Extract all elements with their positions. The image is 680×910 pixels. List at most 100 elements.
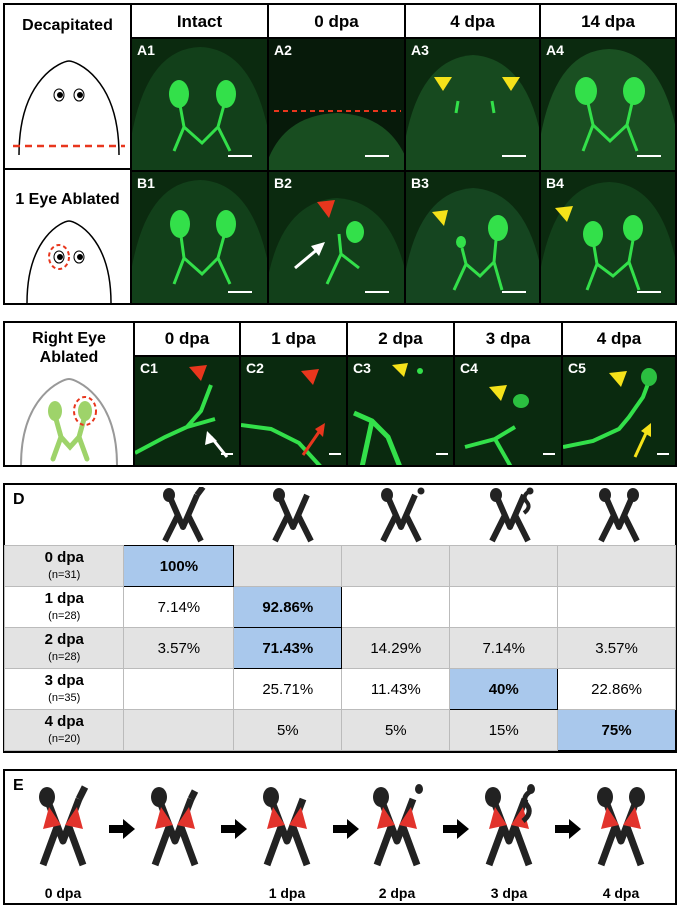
col-header-4dpa: 4 dpa [404,5,539,39]
image-b2: B2 [267,170,404,303]
image-c1: C1 [133,355,239,465]
row-sample-size: (n=28) [48,609,81,622]
label-a3: A3 [411,42,429,58]
regeneration-sequence [39,784,645,881]
table-cell: 5% [341,709,451,751]
row-b-title: 1 Eye Ablated [15,191,120,208]
table-row: 1 dpa(n=28)7.14%92.86% [3,586,676,628]
table-cell [341,586,451,628]
scale-bar [657,453,669,455]
scale-bar [228,291,252,293]
image-b1: B1 [130,170,267,303]
col-header-0dpa: 0 dpa [267,5,404,39]
c-col-header-0dpa: 0 dpa [133,323,239,355]
label-c1: C1 [140,360,158,376]
row-label: 0 dpa (n=31) [3,545,125,587]
image-c3: C3 [346,355,453,465]
image-a1: A1 [130,37,267,170]
label-c5: C5 [568,360,586,376]
panel-ab: Intact 0 dpa 4 dpa 14 dpa Decapitated 1 … [3,3,677,305]
table-cell: 7.14% [449,627,559,669]
table-cell: 7.14% [123,586,235,628]
c-col-header-4dpa: 4 dpa [561,323,675,355]
table-cell [123,668,235,710]
stage-label-3dpa: 3 dpa [490,885,528,901]
c-col-header-1dpa: 1 dpa [239,323,346,355]
c-col-header-3dpa: 3 dpa [453,323,561,355]
image-a4: A4 [539,37,675,170]
table-row: 2 dpa(n=28)3.57%71.43%14.29%7.14%3.57% [3,627,676,669]
label-b2: B2 [274,175,292,191]
stage-label-1dpa: 1 dpa [268,885,306,901]
col-header-14dpa: 14 dpa [539,5,675,39]
label-a2: A2 [274,42,292,58]
panel-e-label: E [13,777,24,794]
table-row: 3 dpa (n=35) 25.71%11.43%40%22.86% [3,668,676,710]
table-cell [449,545,559,587]
scale-bar [502,291,526,293]
scale-bar [502,155,526,157]
table-cell [557,586,676,628]
table-cell: 11.43% [341,668,451,710]
scale-bar [436,453,448,455]
table-cell [557,545,676,587]
scale-bar [637,291,661,293]
scale-bar [543,453,555,455]
image-c5: C5 [561,355,675,465]
table-cell: 3.57% [557,627,676,669]
scale-bar [228,155,252,157]
table-cell [123,709,235,751]
table-cell: 22.86% [557,668,676,710]
image-a2: A2 [267,37,404,170]
row-day: 1 dpa [44,589,84,607]
row-sample-size: (n=20) [48,732,81,745]
table-cell: 3.57% [123,627,235,669]
table-row: 4 dpa(n=20)5%5%15%75% [3,709,676,751]
table-cell: 14.29% [341,627,451,669]
image-b3: B3 [404,170,539,303]
row-day: 0 dpa [44,548,84,566]
scale-bar [365,291,389,293]
label-b1: B1 [137,175,155,191]
row-label: 2 dpa (n=28) [3,627,125,669]
table-cell: 25.71% [233,668,343,710]
table-cell: 100% [123,545,235,587]
table-cell: 75% [557,709,676,751]
table-cell [233,545,343,587]
right-eye-ablation-schematic [20,377,118,465]
label-b4: B4 [546,175,564,191]
table-row: 0 dpa (n=31) 100% [3,545,676,587]
label-b3: B3 [411,175,429,191]
image-c4: C4 [453,355,561,465]
table-cell: 15% [449,709,559,751]
table-cell: 40% [449,668,559,710]
row-day: 3 dpa [44,671,84,689]
table-cell [341,545,451,587]
stage-label-0dpa: 0 dpa [44,885,82,901]
row-sample-size: (n=31) [48,568,81,581]
image-b4: B4 [539,170,675,303]
c-col-header-2dpa: 2 dpa [346,323,453,355]
table-cell: 71.43% [233,627,343,669]
stage-label-4dpa: 4 dpa [602,885,640,901]
table-cell: 5% [233,709,343,751]
row-day: 2 dpa [44,630,84,648]
panel-d-label: D [13,491,25,508]
row-a-title: Decapitated [22,17,113,34]
scale-bar [329,453,341,455]
row-sample-size: (n=28) [48,650,81,663]
scale-bar [221,453,233,455]
row-label: 1 dpa (n=28) [3,586,125,628]
stage-label-2dpa: 2 dpa [378,885,416,901]
morphology-icons [125,487,675,545]
row-label: 4 dpa(n=20) [3,709,125,751]
scale-bar [365,155,389,157]
image-c2: C2 [239,355,346,465]
label-a1: A1 [137,42,155,58]
label-a4: A4 [546,42,564,58]
eye-ablation-schematic [26,220,112,303]
row-sample-size: (n=35) [48,691,81,704]
col-header-intact: Intact [130,5,267,39]
panel-d: D 0 dpa(n=31)100%1 dpa(n=28)7.14%92.86%2… [3,483,677,753]
